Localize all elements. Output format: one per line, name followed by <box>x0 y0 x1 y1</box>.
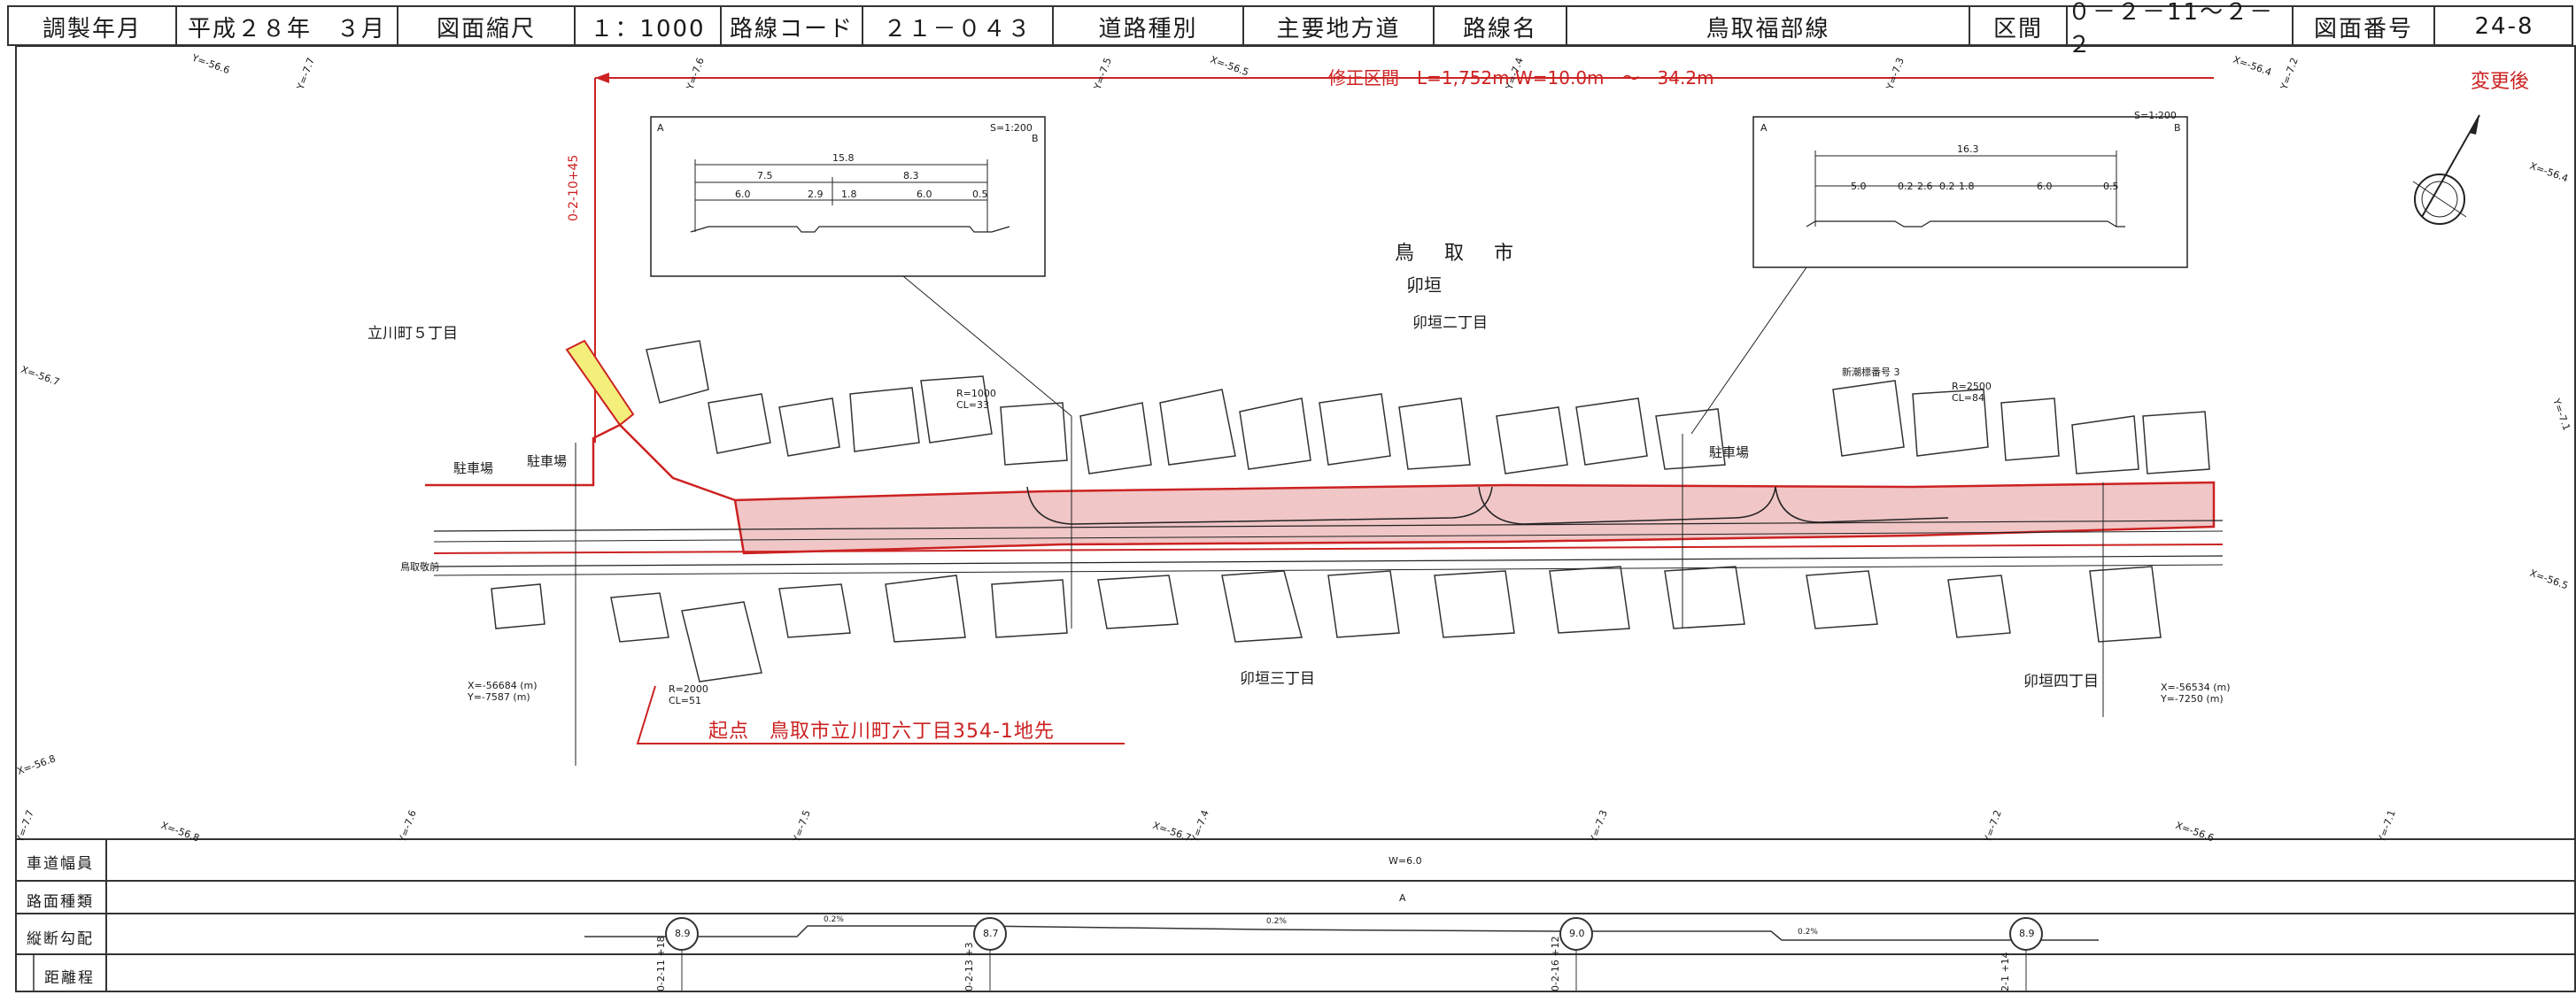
section-left-part-4: 6.0 <box>917 189 932 200</box>
section-left-half-left: 7.5 <box>757 170 773 181</box>
section-right-b: B <box>2174 122 2181 134</box>
section-right-total: 16.3 <box>1957 143 1979 155</box>
section-left-part-2: 2.9 <box>808 189 824 200</box>
survey-date-label: 調製年月 <box>9 7 177 46</box>
parking-label-3: 駐車場 <box>1709 444 1750 460</box>
section-right-part-2: 0.2 <box>1898 181 1914 192</box>
north-arrow-icon <box>2414 174 2465 225</box>
gradient-value-2: 8.7 <box>983 928 999 939</box>
section-left-part-5: 0.5 <box>972 189 988 200</box>
gradient-value-4: 8.9 <box>2019 928 2035 939</box>
profile-value-surface: A <box>1399 892 1406 904</box>
city-label: 鳥 取 市 <box>1395 243 1520 265</box>
gradient-value-3: 9.0 <box>1569 928 1585 939</box>
section-left-scale: S=1:200 <box>990 122 1033 134</box>
section-right-part-6: 6.0 <box>2037 181 2053 192</box>
drawing-no-label: 図面番号 <box>2294 7 2435 46</box>
section-right-part-1: 5.0 <box>1851 181 1867 192</box>
after-change-label: 変更後 <box>2471 71 2530 93</box>
profile-label-surface: 路面種類 <box>27 893 94 911</box>
revision-section-label: 修正区間 L=1,752m W=10.0m ～ 34.2m <box>1328 67 1714 89</box>
road-type-label: 道路種別 <box>1054 7 1244 46</box>
section-left-half-right: 8.3 <box>903 170 919 181</box>
road-type: 主要地方道 <box>1244 7 1435 46</box>
route-name-label: 路線名 <box>1435 7 1567 46</box>
start-highlight <box>565 339 635 427</box>
start-point-label: 起点 鳥取市立川町六丁目354-1地先 <box>708 721 1055 743</box>
parking-label-2: 駐車場 <box>527 453 568 469</box>
profile-label-carriageway: 車道幅員 <box>27 855 94 873</box>
buildings-north <box>646 340 2210 474</box>
profile-label-chainage: 距離程 <box>44 969 95 987</box>
marker-note: 新潮標番号 3 <box>1842 366 1900 378</box>
slope-value-2: 0.2% <box>1266 917 1287 926</box>
coord-start-label: X=-56684 (m) Y=-7587 (m) <box>468 680 538 703</box>
slope-value-3: 0.2% <box>1798 928 1818 937</box>
chainage-2: 0-2-13 +3 <box>963 942 975 991</box>
title-block: 調製年月 平成２８年 ３月 図面縮尺 １：1000 路線コード ２１－０４３ 道… <box>0 0 2576 58</box>
section-right-part-3: 2.6 <box>1917 181 1933 192</box>
section-left-total: 15.8 <box>832 152 855 164</box>
chainage-4: 2-1 +14 <box>2000 952 2011 991</box>
gradient-value-1: 8.9 <box>675 928 691 939</box>
chainage-1: 0-2-11 +18 <box>655 936 667 991</box>
revised-road-area <box>733 481 2216 555</box>
curve-label-1: R=1000 CL=33 <box>956 388 996 411</box>
section-right-part-7: 0.5 <box>2103 181 2119 192</box>
section-left-part-1: 6.0 <box>735 189 751 200</box>
drawing-no: 24-8 <box>2474 13 2534 40</box>
curve-label-3: R=2000 CL=51 <box>669 683 708 706</box>
section-left-b: B <box>1032 133 1039 144</box>
slope-value-1: 0.2% <box>824 915 844 924</box>
section-left-part-3: 1.8 <box>841 189 857 200</box>
route-code: ２１－０４３ <box>863 7 1054 46</box>
gradient-line <box>584 925 2099 941</box>
area-south-label: 卯垣三丁目 <box>1240 670 1315 688</box>
profile-label-gradient: 縦断勾配 <box>27 930 94 948</box>
coord-end-label: X=-56534 (m) Y=-7250 (m) <box>2161 682 2231 705</box>
route-name: 鳥取福部線 <box>1567 7 1970 46</box>
cross-section-box-left <box>650 116 1046 277</box>
curve-label-2: R=2500 CL=84 <box>1952 381 1992 404</box>
buildings-south <box>491 566 2162 683</box>
section-right-a: A <box>1760 122 1768 134</box>
cross-section-box-right <box>1752 116 2188 268</box>
chainage-3: 0-2-16 +12 <box>1550 936 1561 991</box>
route-code-label: 路線コード <box>722 7 863 46</box>
profile-value-carriageway: W=6.0 <box>1389 855 1422 867</box>
section-right-part-5: 1.8 <box>1959 181 1975 192</box>
area-north-label: 卯垣二丁目 <box>1412 314 1488 332</box>
section-right-part-4: 0.2 <box>1939 181 1955 192</box>
area-southeast-label: 卯垣四丁目 <box>2023 673 2099 690</box>
parking-label-1: 駐車場 <box>453 460 494 476</box>
section-label: 区間 <box>1970 7 2068 46</box>
section-left-a: A <box>657 122 664 134</box>
district-label: 卯垣 <box>1406 274 1442 296</box>
station-vertical-label: 0-2-10+45 <box>567 154 581 221</box>
bus-stop-label: 鳥取敬前 <box>400 561 439 573</box>
scale-label: 図面縮尺 <box>398 7 576 46</box>
area-west-label: 立川町５丁目 <box>367 325 458 343</box>
scale-value: １：1000 <box>576 7 722 46</box>
section-right-scale: S=1:200 <box>2134 110 2177 121</box>
survey-date: 平成２８年 ３月 <box>177 7 398 46</box>
